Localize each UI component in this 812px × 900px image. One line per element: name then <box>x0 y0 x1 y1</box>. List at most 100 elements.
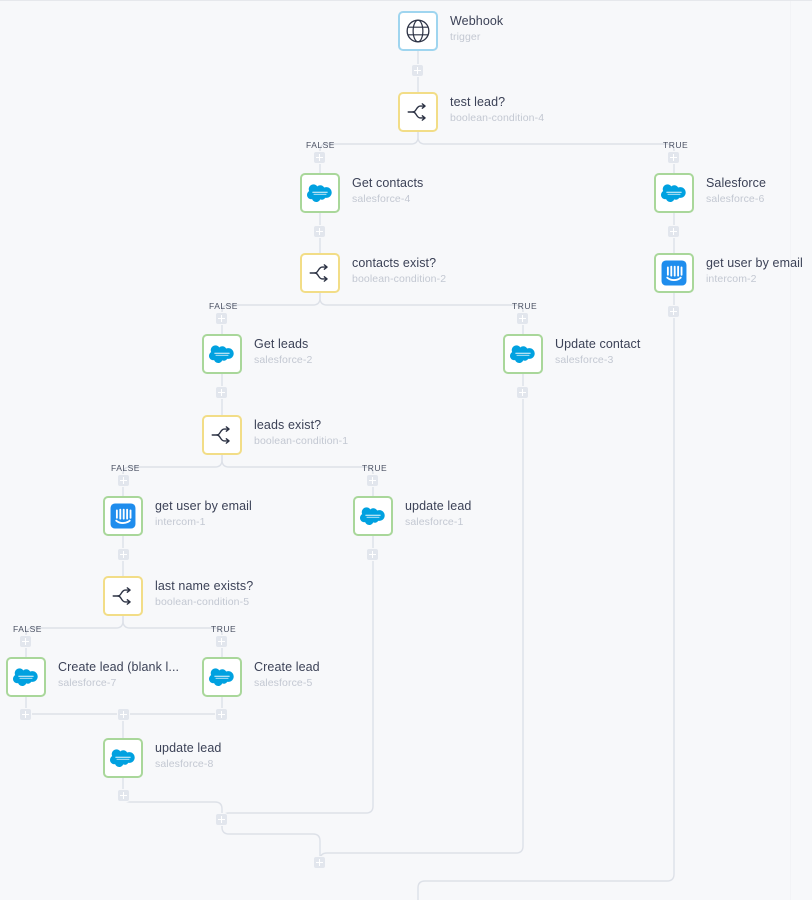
node-subtitle-salesforce-4: salesforce-4 <box>352 193 411 205</box>
add-step-false-last-name-exists[interactable] <box>19 635 32 648</box>
intercom-icon <box>661 260 687 286</box>
node-title-salesforce-2: Get leads <box>254 337 309 351</box>
fork-icon <box>407 103 426 121</box>
node-salesforce-7[interactable] <box>6 657 46 697</box>
add-step-false-contacts-exist[interactable] <box>215 312 228 325</box>
add-step-join-bottom[interactable] <box>313 856 326 869</box>
fork-icon <box>309 264 328 282</box>
add-step-after-get-leads[interactable] <box>215 386 228 399</box>
node-salesforce-2[interactable] <box>202 334 242 374</box>
node-title-salesforce-8: update lead <box>155 741 222 755</box>
add-step-after-update-lead-1[interactable] <box>366 548 379 561</box>
node-label-salesforce-6: Salesforce salesforce-6 <box>706 176 766 206</box>
node-subtitle-boolean-condition-4: boolean-condition-4 <box>450 112 545 124</box>
node-subtitle-intercom-2: intercom-2 <box>706 273 757 285</box>
add-step-true-last-name-exists[interactable] <box>215 635 228 648</box>
salesforce-icon <box>13 668 38 687</box>
node-label-salesforce-3: Update contact salesforce-3 <box>555 337 640 367</box>
node-trigger[interactable] <box>398 11 438 51</box>
node-label-intercom-1: get user by email intercom-1 <box>155 499 252 529</box>
node-title-intercom-1: get user by email <box>155 499 252 513</box>
add-step-join-create-leads[interactable] <box>117 708 130 721</box>
node-title-boolean-condition-4: test lead? <box>450 95 506 109</box>
node-subtitle-salesforce-7: salesforce-7 <box>58 677 117 689</box>
node-boolean-condition-1[interactable] <box>202 415 242 455</box>
node-label-salesforce-5: Create lead salesforce-5 <box>254 660 320 690</box>
add-step-true-contacts-exist[interactable] <box>516 312 529 325</box>
node-label-salesforce-2: Get leads salesforce-2 <box>254 337 312 367</box>
node-salesforce-4[interactable] <box>300 173 340 213</box>
node-title-boolean-condition-5: last name exists? <box>155 579 254 593</box>
add-step-after-get-contacts[interactable] <box>313 225 326 238</box>
node-title-salesforce-3: Update contact <box>555 337 641 351</box>
globe-icon <box>406 19 430 43</box>
salesforce-icon <box>209 345 234 364</box>
node-title-salesforce-7: Create lead (blank l... <box>58 660 180 674</box>
node-subtitle-boolean-condition-1: boolean-condition-1 <box>254 435 349 447</box>
node-salesforce-6[interactable] <box>654 173 694 213</box>
node-label-boolean-condition-4: test lead? boolean-condition-4 <box>450 95 544 125</box>
node-subtitle-boolean-condition-2: boolean-condition-2 <box>352 273 447 285</box>
node-intercom-2[interactable] <box>654 253 694 293</box>
branch-label: TRUE <box>362 463 388 473</box>
node-label-trigger: Webhook trigger <box>450 14 503 44</box>
add-step-after-update-contact[interactable] <box>516 386 529 399</box>
fork-icon <box>211 426 230 444</box>
add-step-join-lower[interactable] <box>215 813 228 826</box>
salesforce-icon <box>307 184 332 203</box>
node-label-salesforce-8: update lead salesforce-8 <box>155 741 221 771</box>
node-title-boolean-condition-2: contacts exist? <box>352 256 437 270</box>
salesforce-icon <box>661 184 686 203</box>
node-salesforce-8[interactable] <box>103 738 143 778</box>
add-step-false-leads-exist[interactable] <box>117 474 130 487</box>
add-step-after-update-lead-8[interactable] <box>117 789 130 802</box>
branch-label: FALSE <box>111 463 140 473</box>
node-title-trigger: Webhook <box>450 14 504 28</box>
node-title-intercom-2: get user by email <box>706 256 803 270</box>
node-subtitle-trigger: trigger <box>450 31 481 43</box>
salesforce-icon <box>209 668 234 687</box>
node-boolean-condition-2[interactable] <box>300 253 340 293</box>
branch-label: TRUE <box>663 140 689 150</box>
add-step-true-leads-exist[interactable] <box>366 474 379 487</box>
node-label-boolean-condition-1: leads exist? boolean-condition-1 <box>254 418 348 448</box>
add-step-after-salesforce-6[interactable] <box>667 225 680 238</box>
node-subtitle-salesforce-3: salesforce-3 <box>555 354 614 366</box>
node-label-intercom-2: get user by email intercom-2 <box>706 256 803 286</box>
node-salesforce-3[interactable] <box>503 334 543 374</box>
node-boolean-condition-5[interactable] <box>103 576 143 616</box>
branch-label: FALSE <box>209 301 238 311</box>
node-intercom-1[interactable] <box>103 496 143 536</box>
node-title-salesforce-1: update lead <box>405 499 472 513</box>
fork-icon <box>112 587 131 605</box>
intercom-icon <box>110 503 136 529</box>
add-step-after-intercom-2[interactable] <box>667 305 680 318</box>
node-subtitle-salesforce-6: salesforce-6 <box>706 193 765 205</box>
add-step-after-create-lead[interactable] <box>215 708 228 721</box>
add-step-after-trigger[interactable] <box>411 64 424 77</box>
node-label-boolean-condition-2: contacts exist? boolean-condition-2 <box>352 256 446 286</box>
node-boolean-condition-4[interactable] <box>398 92 438 132</box>
node-salesforce-5[interactable] <box>202 657 242 697</box>
node-subtitle-intercom-1: intercom-1 <box>155 516 206 528</box>
add-step-true-test-lead[interactable] <box>667 151 680 164</box>
branch-label: FALSE <box>13 624 42 634</box>
node-title-salesforce-5: Create lead <box>254 660 320 674</box>
add-step-false-test-lead[interactable] <box>313 151 326 164</box>
node-subtitle-salesforce-5: salesforce-5 <box>254 677 313 689</box>
branch-label: TRUE <box>512 301 538 311</box>
canvas-right-rule <box>790 1 791 900</box>
add-step-after-intercom-1[interactable] <box>117 548 130 561</box>
node-title-salesforce-6: Salesforce <box>706 176 767 190</box>
salesforce-icon <box>110 749 135 768</box>
add-step-after-create-lead-blank[interactable] <box>19 708 32 721</box>
node-title-salesforce-4: Get contacts <box>352 176 424 190</box>
node-subtitle-salesforce-2: salesforce-2 <box>254 354 313 366</box>
node-salesforce-1[interactable] <box>353 496 393 536</box>
salesforce-icon <box>510 345 535 364</box>
node-title-boolean-condition-1: leads exist? <box>254 418 322 432</box>
node-subtitle-salesforce-8: salesforce-8 <box>155 758 214 770</box>
node-label-salesforce-7: Create lead (blank l... salesforce-7 <box>58 660 179 690</box>
